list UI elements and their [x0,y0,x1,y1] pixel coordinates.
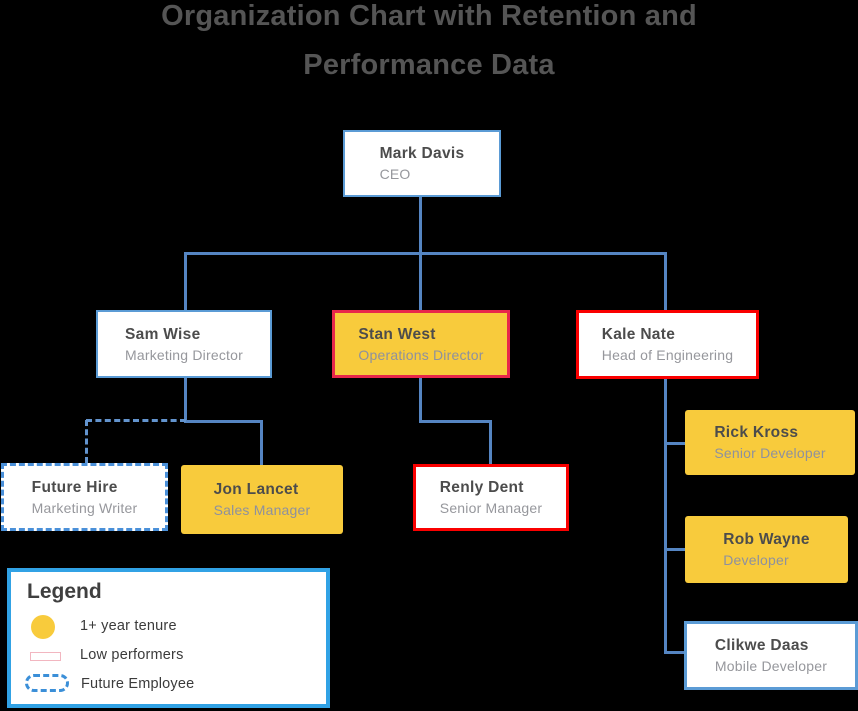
org-node-renly-dent[interactable]: Renly Dent Senior Manager [413,464,569,531]
employee-role: Marketing Writer [31,499,138,516]
legend-label-low-performers: Low performers [80,647,184,663]
org-node-kale-nate[interactable]: Kale Nate Head of Engineering [576,310,759,379]
employee-name: Clikwe Daas [714,637,809,654]
employee-role: Operations Director [358,346,484,363]
connector-level2-horizontal [184,252,667,255]
legend-swatch-low-performers [30,652,61,661]
employee-role: Sales Manager [213,502,311,518]
org-node-rob-wayne[interactable]: Rob Wayne Developer [685,516,848,583]
employee-name: Rob Wayne [723,531,810,548]
legend-swatch-future-employee [25,674,69,692]
connector-sam-down [184,378,187,423]
employee-name: Kale Nate [601,326,676,343]
connector-to-sam-wise [184,252,187,310]
employee-name: Mark Davis [379,145,465,162]
connector-sam-to-jon-horizontal [184,420,263,423]
connector-kale-down [664,379,667,653]
org-node-sam-wise[interactable]: Sam Wise Marketing Director [96,310,272,378]
connector-to-jon-lancet [260,420,263,465]
org-node-stan-west[interactable]: Stan West Operations Director [332,310,510,378]
employee-name: Future Hire [31,478,118,496]
org-node-mark-davis[interactable]: Mark Davis CEO [343,130,501,197]
org-node-future-hire[interactable]: Future Hire Marketing Writer [1,463,168,531]
employee-role: Marketing Director [125,346,243,363]
connector-to-rick-kross [664,442,685,445]
org-node-rick-kross[interactable]: Rick Kross Senior Developer [685,410,855,475]
employee-name: Sam Wise [125,325,201,343]
legend-label-future-employee: Future Employee [81,676,195,692]
connector-to-clikwe-daas [664,651,684,654]
legend-swatch-tenure-circle [31,615,55,639]
employee-name: Stan West [358,325,436,343]
legend-box: Legend 1+ year tenure Low performers Fut… [7,568,330,708]
employee-role: Head of Engineering [601,347,734,363]
employee-role: CEO [379,166,411,182]
connector-dashed-to-future-horizontal [86,419,186,422]
employee-name: Jon Lancet [213,481,299,498]
org-node-clikwe-daas[interactable]: Clikwe Daas Mobile Developer [684,621,858,690]
connector-to-kale-nate [664,252,667,310]
connector-stan-to-renly-horizontal [419,420,492,423]
connector-to-stan-west [419,252,422,310]
connector-to-rob-wayne [664,548,685,551]
org-node-jon-lancet[interactable]: Jon Lancet Sales Manager [181,465,343,534]
chart-title-line1: Organization Chart with Retention and [161,0,697,32]
connector-ceo-down [419,197,422,254]
employee-role: Senior Manager [439,500,543,516]
chart-title-line2: Performance Data [303,49,555,81]
employee-name: Rick Kross [714,424,799,441]
employee-name: Renly Dent [439,479,524,496]
legend-title: Legend [27,580,102,603]
chart-title: Organization Chart with Retention and Pe… [0,0,858,90]
employee-role: Senior Developer [714,445,826,461]
employee-role: Mobile Developer [714,658,828,674]
employee-role: Developer [723,552,789,568]
legend-label-tenure: 1+ year tenure [80,618,177,634]
connector-dashed-to-future-vertical [85,420,88,463]
connector-stan-down [419,378,422,423]
connector-to-renly-dent [489,420,492,464]
